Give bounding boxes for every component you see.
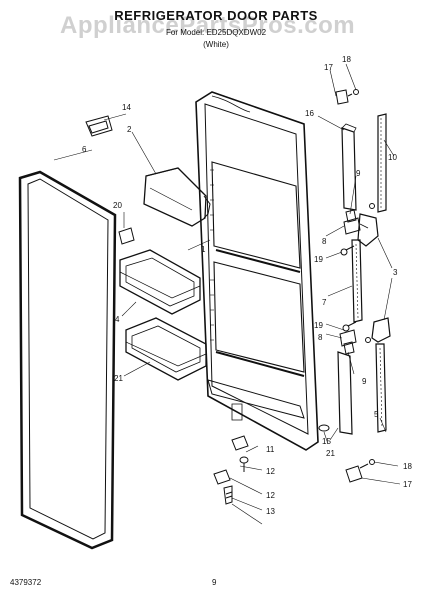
callout-18: 18 [342, 55, 351, 64]
handle-end-cap-lower [371, 317, 391, 343]
watermark: AppliancePartsPros.com [60, 12, 356, 39]
handle-strip [351, 239, 363, 323]
model-line: For Model: ED25DQXDW02 [165, 28, 267, 37]
handle-end-cap-upper [357, 213, 379, 247]
callout-20: 20 [113, 201, 122, 210]
callout-11: 11 [266, 445, 275, 454]
callout-21b: 21 [326, 449, 335, 458]
bottom-clip [345, 459, 375, 483]
callout-9: 9 [356, 169, 361, 178]
callout-19: 19 [314, 255, 323, 264]
variant-label: (White) [203, 40, 229, 49]
callout-16: 16 [305, 109, 314, 118]
upper-vertical-trim [341, 123, 357, 211]
callout-1: 1 [201, 245, 206, 254]
hinge-bushing [231, 435, 249, 472]
part-number: 4379372 [10, 578, 42, 587]
callout-9b: 9 [362, 377, 367, 386]
page-number: 9 [212, 578, 217, 587]
upper-handle-strip [377, 113, 387, 213]
callout-7: 7 [322, 298, 327, 307]
callout-19b: 19 [314, 321, 323, 330]
callout-14: 14 [122, 103, 131, 112]
callout-12b: 12 [266, 491, 275, 500]
door-assembly [195, 91, 319, 451]
callout-13: 13 [266, 507, 275, 516]
page-title: REFRIGERATOR DOOR PARTS [114, 8, 318, 23]
callout-10: 10 [388, 153, 397, 162]
door-gasket [18, 170, 117, 550]
hinge-pin [213, 469, 233, 505]
callout-2: 2 [127, 125, 132, 134]
lower-door-bin [125, 317, 207, 381]
callout-3: 3 [393, 268, 398, 277]
upper-door-bin [143, 167, 211, 227]
callout-8b: 8 [318, 333, 323, 342]
callout-6: 6 [82, 145, 87, 154]
callout-21: 21 [114, 374, 123, 383]
callout-labels: 1 2 3 4 5 6 7 8 8 9 9 10 11 12 12 13 14 … [82, 55, 412, 516]
leader-lines [53, 63, 401, 525]
lower-handle-strip [375, 343, 387, 433]
callout-12: 12 [266, 467, 275, 476]
lower-vertical-trim [337, 351, 353, 435]
middle-door-bin [119, 249, 201, 315]
top-clip [335, 89, 359, 105]
door-stop [318, 424, 330, 432]
callout-18b: 18 [403, 462, 412, 471]
callout-15: 15 [322, 437, 331, 446]
bracket-clip [85, 115, 113, 137]
handle-bracket-upper [343, 209, 361, 235]
handle-bracket-lower [339, 329, 357, 355]
small-cap [118, 227, 135, 245]
callout-17: 17 [324, 63, 333, 72]
callout-8: 8 [322, 237, 327, 246]
callout-17b: 17 [403, 480, 412, 489]
screws [340, 203, 375, 343]
callout-5: 5 [374, 410, 379, 419]
callout-4: 4 [115, 315, 120, 324]
